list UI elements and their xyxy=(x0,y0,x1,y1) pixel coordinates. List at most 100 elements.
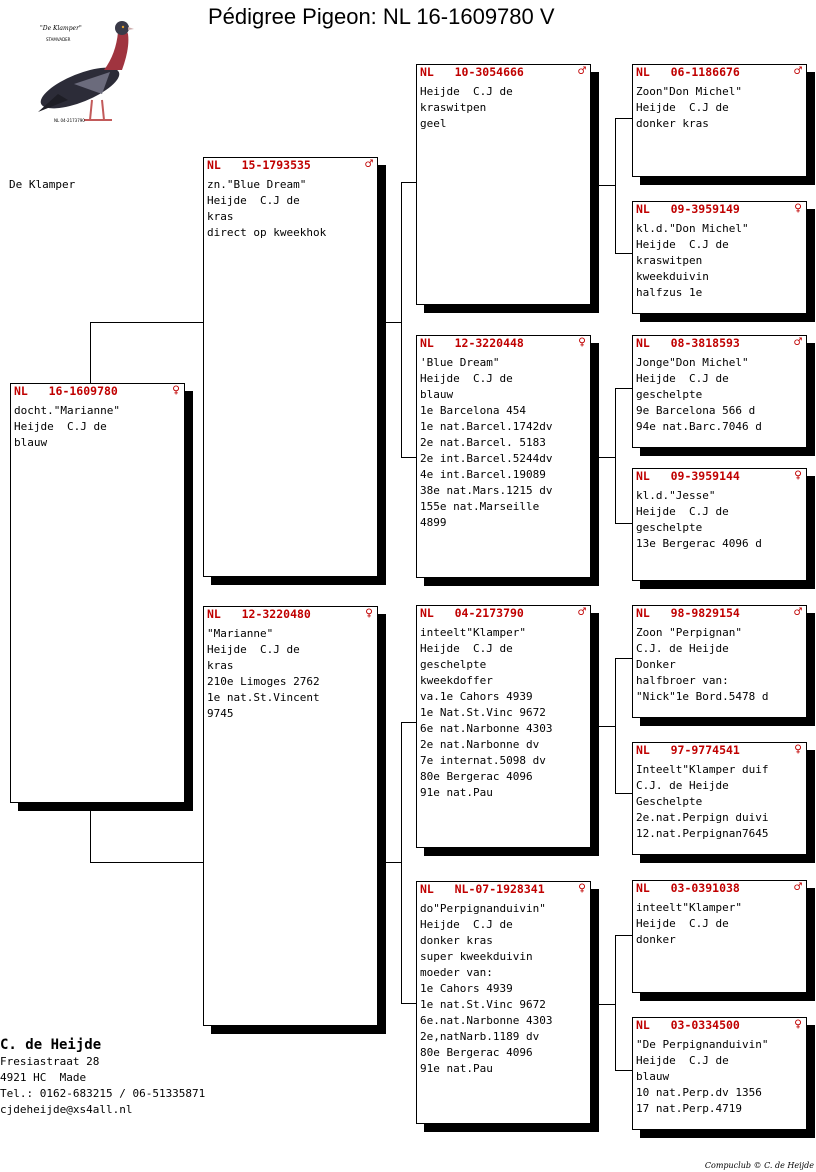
card-line: inteelt"Klamper" xyxy=(420,626,526,639)
card-line: 9745 xyxy=(207,707,234,720)
sex-symbol-icon: ♂ xyxy=(794,605,802,620)
card-line: 7e internat.5098 dv xyxy=(420,754,546,767)
card-line: zn."Blue Dream" xyxy=(207,178,307,191)
card-line: halfbroer van: xyxy=(636,674,729,687)
sex-symbol-icon: ♀ xyxy=(794,742,802,757)
page-title: Pédigree Pigeon: NL 16-1609780 V xyxy=(208,4,555,29)
card-line: Zoon "Perpignan" xyxy=(636,626,742,639)
sex-symbol-icon: ♀ xyxy=(365,606,373,621)
card-line: Heijde C.J de xyxy=(636,372,729,385)
card-line: 2e,natNarb.1189 dv xyxy=(420,1030,540,1043)
card-line: donker kras xyxy=(420,934,493,947)
card-line: geel xyxy=(420,117,447,130)
ring-number: NL 12-3220480 xyxy=(207,607,311,621)
pedigree-card-father: NL 15-1793535 ♂ zn."Blue Dream" Heijde C.J… xyxy=(203,157,378,577)
card-line: direct op kweekhok xyxy=(207,226,327,239)
card-line: Heijde C.J de xyxy=(636,101,729,114)
card-line: Heijde C.J de xyxy=(420,85,513,98)
sex-symbol-icon: ♂ xyxy=(578,605,586,620)
card-line: Heijde C.J de xyxy=(636,917,729,930)
card-line: 1e nat.St.Vinc 9672 xyxy=(420,998,546,1011)
card-line: 17 nat.Perp.4719 xyxy=(636,1102,742,1115)
card-line: 1e nat.St.Vincent xyxy=(207,691,320,704)
card-line: 1e Nat.St.Vinc 9672 xyxy=(420,706,546,719)
footer-credit: Compuclub © C. de Heijde xyxy=(704,1161,814,1170)
ring-number: NL 98-9829154 xyxy=(636,606,740,620)
pedigree-card-ffm: NL 09-3959149 ♀ kl.d."Don Michel" Heijde C… xyxy=(632,201,807,314)
card-line: moeder van: xyxy=(420,966,493,979)
card-line: 4899 xyxy=(420,516,447,529)
ring-number: NL 03-0391038 xyxy=(636,881,740,895)
owner-address: C. de Heijde Fresiastraat 28 4921 HC Mad… xyxy=(0,1036,205,1118)
pedigree-card-mmm: NL 03-0334500♀ "De Perpignanduivin"Heijd… xyxy=(632,1017,807,1130)
card-line: Heijde C.J de xyxy=(636,1054,729,1067)
card-line: Heijde C.J de xyxy=(207,194,300,207)
ring-number: NL 16-1609780 xyxy=(14,384,118,398)
card-line: inteelt"Klamper" xyxy=(636,901,742,914)
ring-number: NL 04-2173790 xyxy=(420,606,524,620)
card-line: kras xyxy=(207,659,234,672)
ring-number: NL 12-3220448 xyxy=(420,336,524,350)
card-line: 9e Barcelona 566 d xyxy=(636,404,756,417)
owner-email: cjdeheijde@xs4all.nl xyxy=(0,1103,133,1116)
card-line: Heijde C.J de xyxy=(420,918,513,931)
card-line: 80e Bergerac 4096 xyxy=(420,770,533,783)
ring-number: NL 08-3818593 xyxy=(636,336,740,350)
card-line: 80e Bergerac 4096 xyxy=(420,1046,533,1059)
card-line: 91e nat.Pau xyxy=(420,786,493,799)
owner-phone: Tel.: 0162-683215 / 06-51335871 xyxy=(0,1087,206,1100)
card-line: Heijde C.J de xyxy=(636,505,729,518)
pedigree-card-mm: NL NL-07-1928341♀ do"Perpignanduivin"Hei… xyxy=(416,881,591,1124)
pigeon-logo: "De Klamper" STAMVADER NL 04-2173790 xyxy=(18,14,136,126)
card-line: Inteelt"Klamper duif xyxy=(636,763,769,776)
sex-symbol-icon: ♂ xyxy=(365,157,373,172)
sex-symbol-icon: ♀ xyxy=(172,383,180,398)
card-line: 94e nat.Barc.7046 d xyxy=(636,420,762,433)
card-line: 12.nat.Perpignan7645 xyxy=(636,827,769,840)
logo-ring: NL 04-2173790 xyxy=(54,118,85,123)
subject-name: De Klamper xyxy=(9,178,76,191)
pedigree-card-fmm: NL 09-3959144 ♀ kl.d."Jesse" Heijde C.J de… xyxy=(632,468,807,581)
ring-number: NL 03-0334500 xyxy=(636,1018,740,1032)
card-line: donker kras xyxy=(636,117,709,130)
pedigree-card-mff: NL 98-9829154♂ Zoon "Perpignan"C.J. de H… xyxy=(632,605,807,718)
card-line: kweekdoffer xyxy=(420,674,493,687)
card-line: blauw xyxy=(636,1070,670,1083)
card-line: kl.d."Jesse" xyxy=(636,489,716,502)
card-line: Heijde C.J de xyxy=(420,642,513,655)
ring-number: NL 15-1793535 xyxy=(207,158,311,172)
card-line: 1e Barcelona 454 xyxy=(420,404,526,417)
ring-number: NL 10-3054666 xyxy=(420,65,524,79)
sex-symbol-icon: ♀ xyxy=(794,201,802,216)
sex-symbol-icon: ♀ xyxy=(578,335,586,350)
card-line: 2e nat.Barcel. 5183 xyxy=(420,436,546,449)
card-line: halfzus 1e xyxy=(636,286,703,299)
card-line: kl.d."Don Michel" xyxy=(636,222,749,235)
card-line: Heijde C.J de xyxy=(14,420,107,433)
card-line: 13e Bergerac 4096 d xyxy=(636,537,762,550)
card-line: 210e Limoges 2762 xyxy=(207,675,320,688)
pedigree-card-mmf: NL 03-0391038 ♂ inteelt"Klamper" Heijde C.… xyxy=(632,880,807,993)
pedigree-card-subject: NL 16-1609780♀ docht."Marianne"Heijde C.… xyxy=(10,383,185,803)
card-line: 4e int.Barcel.19089 xyxy=(420,468,546,481)
card-line: 38e nat.Mars.1215 dv xyxy=(420,484,553,497)
ring-number: NL 09-3959144 xyxy=(636,469,740,483)
ring-number: NL 09-3959149 xyxy=(636,202,740,216)
sex-symbol-icon: ♀ xyxy=(794,1017,802,1032)
owner-street: Fresiastraat 28 xyxy=(0,1055,100,1068)
card-line: 2e.nat.Perpign duivi xyxy=(636,811,769,824)
sex-symbol-icon: ♀ xyxy=(794,468,802,483)
card-line: Heijde C.J de xyxy=(207,643,300,656)
card-line: do"Perpignanduivin" xyxy=(420,902,546,915)
sex-symbol-icon: ♂ xyxy=(794,880,802,895)
card-line: Heijde C.J de xyxy=(636,238,729,251)
card-line: 155e nat.Marseille xyxy=(420,500,540,513)
owner-city: 4921 HC Made xyxy=(0,1071,87,1084)
card-line: "Nick"1e Bord.5478 d xyxy=(636,690,769,703)
sex-symbol-icon: ♂ xyxy=(794,64,802,79)
card-line: geschelpte xyxy=(420,658,487,671)
sex-symbol-icon: ♂ xyxy=(794,335,802,350)
logo-sub: STAMVADER xyxy=(46,37,71,42)
